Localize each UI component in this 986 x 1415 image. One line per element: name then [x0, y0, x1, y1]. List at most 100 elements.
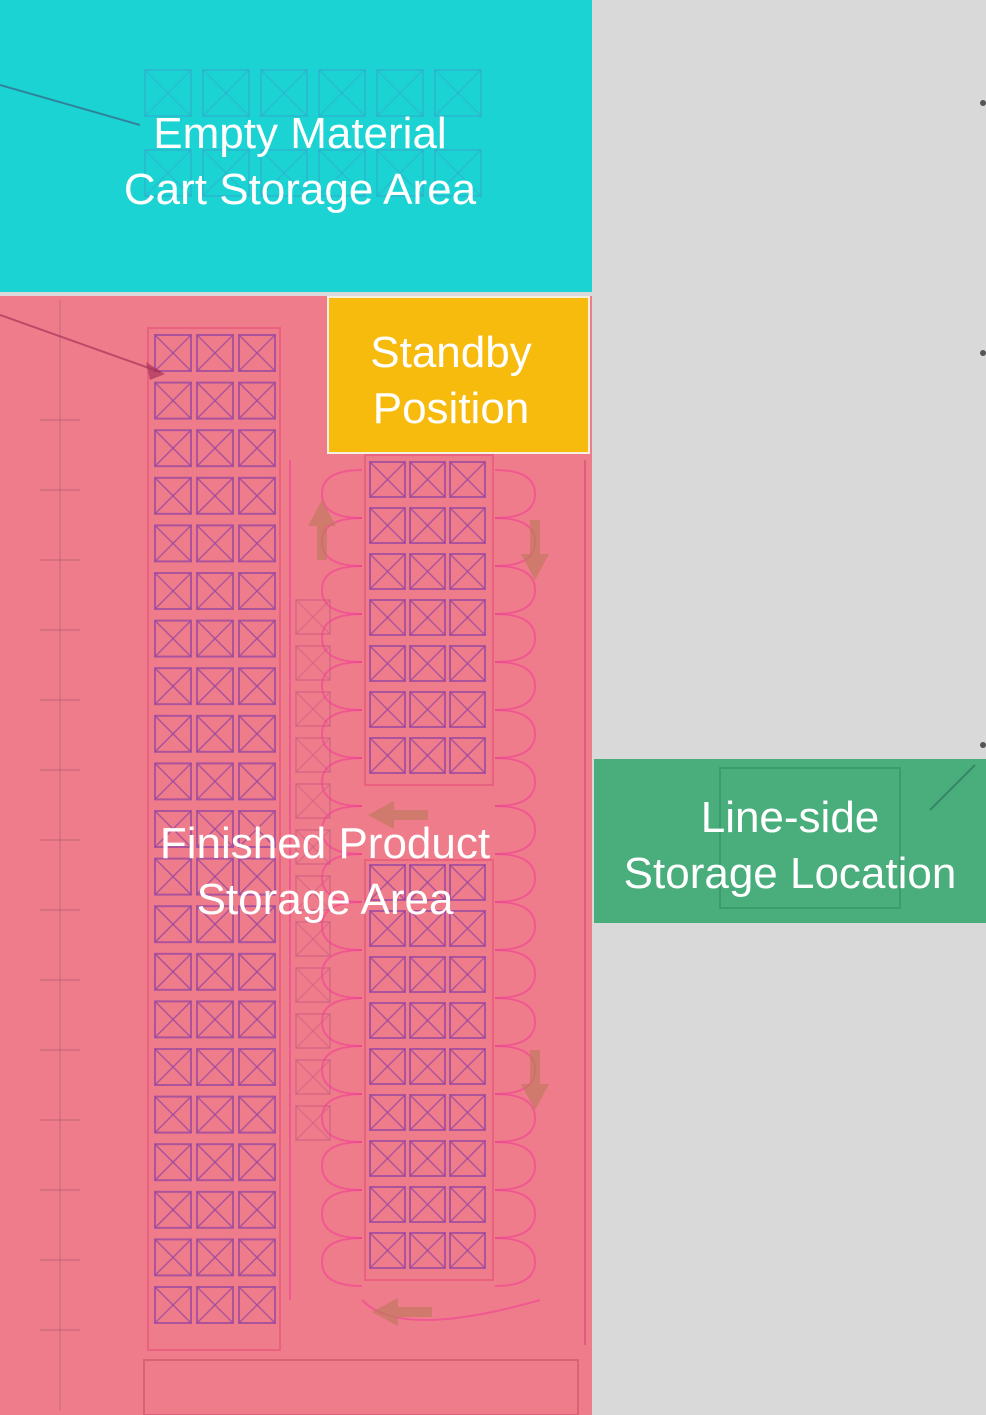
- storage-cell-icon: [238, 1048, 276, 1086]
- storage-cell-icon: [449, 1140, 486, 1177]
- storage-cell-icon: [196, 810, 234, 848]
- leader-line: [0, 314, 161, 373]
- storage-cell-icon: [238, 762, 276, 801]
- storage-cell-icon: [196, 334, 234, 372]
- loop-lane: [320, 853, 363, 903]
- storage-cell-icon: [295, 645, 331, 681]
- empty-cart-storage-zone: [0, 0, 592, 292]
- storage-cell-icon: [238, 429, 276, 468]
- storage-cell-icon: [369, 1140, 406, 1177]
- standby-label-line1: Standby: [370, 328, 532, 377]
- leader-arrowhead: [146, 362, 165, 380]
- standby-label-line2: Position: [372, 384, 530, 433]
- storage-cell-icon: [449, 507, 486, 544]
- storage-cell-icon: [369, 1094, 406, 1131]
- storage-cell-icon: [154, 476, 192, 515]
- loop-lane: [320, 1141, 363, 1191]
- storage-cell-icon: [238, 1238, 276, 1277]
- storage-cell-icon: [369, 1002, 406, 1039]
- storage-cell-icon: [154, 381, 192, 420]
- storage-cell-icon: [369, 864, 406, 901]
- loop-lane: [494, 997, 537, 1047]
- storage-cell-icon: [196, 1143, 234, 1182]
- edge-marker-dot: [980, 100, 986, 106]
- storage-cell-icon: [238, 810, 276, 848]
- storage-cell-icon: [144, 149, 192, 197]
- edge-marker-dot: [980, 742, 986, 748]
- storage-cell-icon: [238, 1190, 276, 1229]
- storage-cell-icon: [409, 553, 446, 590]
- loop-lane: [320, 805, 363, 855]
- storage-cell-icon: [154, 1095, 192, 1134]
- storage-cell-icon: [154, 429, 192, 468]
- empty-cart-label-line2: Cart Storage Area: [123, 165, 477, 214]
- storage-cell-icon: [449, 1094, 486, 1131]
- storage-cell-icon: [369, 507, 406, 544]
- storage-cell-icon: [449, 691, 486, 728]
- storage-cell-icon: [196, 1000, 234, 1039]
- storage-cell-icon: [154, 667, 192, 706]
- storage-cell-icon: [196, 714, 234, 753]
- storage-cell-icon: [409, 737, 446, 774]
- loop-lane: [320, 1093, 363, 1143]
- loop-lane: [494, 1141, 537, 1191]
- storage-cell-icon: [409, 461, 446, 498]
- storage-cell-icon: [295, 1105, 331, 1141]
- loop-lane: [361, 1299, 541, 1321]
- standby-position-zone: [327, 296, 590, 454]
- storage-cell-icon: [376, 69, 424, 117]
- lineside-label-line2: Storage Location: [623, 849, 957, 898]
- finished-product-storage-label: Finished Product Storage Area: [130, 816, 520, 928]
- storage-cell-icon: [318, 69, 366, 117]
- storage-cell-icon: [154, 810, 192, 848]
- storage-cell-icon: [238, 572, 276, 610]
- flow-arrow-icon: [372, 1298, 432, 1326]
- storage-cell-icon: [449, 1186, 486, 1223]
- loop-lane: [320, 901, 363, 951]
- storage-cell-icon: [369, 956, 406, 993]
- empty-cart-storage-label: Empty Material Cart Storage Area: [100, 106, 500, 218]
- storage-cell-icon: [295, 1013, 331, 1049]
- station-outline: [719, 767, 901, 909]
- storage-cell-icon: [409, 910, 446, 947]
- loop-lane: [320, 709, 363, 759]
- lineside-label-line1: Line-side: [700, 793, 880, 842]
- storage-cell-icon: [238, 1095, 276, 1134]
- storage-cell-icon: [154, 905, 192, 944]
- loop-lane: [494, 853, 537, 903]
- line-side-storage-zone: [594, 759, 986, 923]
- storage-cell-icon: [369, 910, 406, 947]
- loop-lane: [320, 613, 363, 663]
- storage-cell-icon: [260, 69, 308, 117]
- storage-cell-icon: [449, 461, 486, 498]
- storage-cell-icon: [369, 691, 406, 728]
- storage-cell-icon: [196, 476, 234, 515]
- storage-cell-icon: [154, 857, 192, 896]
- storage-cell-icon: [369, 737, 406, 774]
- flow-arrow-icon: [368, 801, 428, 829]
- storage-cell-icon: [369, 553, 406, 590]
- storage-cell-icon: [196, 524, 234, 563]
- storage-cell-icon: [260, 149, 308, 197]
- storage-cell-icon: [434, 149, 482, 197]
- storage-cell-icon: [449, 737, 486, 774]
- loop-lane: [494, 565, 537, 615]
- loop-lane: [320, 469, 363, 519]
- storage-cell-icon: [238, 952, 276, 991]
- storage-cell-icon: [295, 875, 331, 911]
- storage-cell-icon: [409, 691, 446, 728]
- storage-cell-icon: [238, 905, 276, 944]
- standby-position-label: Standby Position: [346, 325, 556, 437]
- flow-arrow-icon: [308, 500, 336, 560]
- flow-arrow-icon: [521, 1050, 549, 1110]
- loop-lane: [494, 469, 537, 519]
- storage-cell-icon: [369, 599, 406, 636]
- storage-cell-icon: [409, 864, 446, 901]
- storage-cell-icon: [449, 1232, 486, 1269]
- storage-cell-icon: [196, 762, 234, 801]
- storage-cell-icon: [154, 1190, 192, 1229]
- rack-frame: [364, 859, 494, 1281]
- loop-lane: [494, 757, 537, 807]
